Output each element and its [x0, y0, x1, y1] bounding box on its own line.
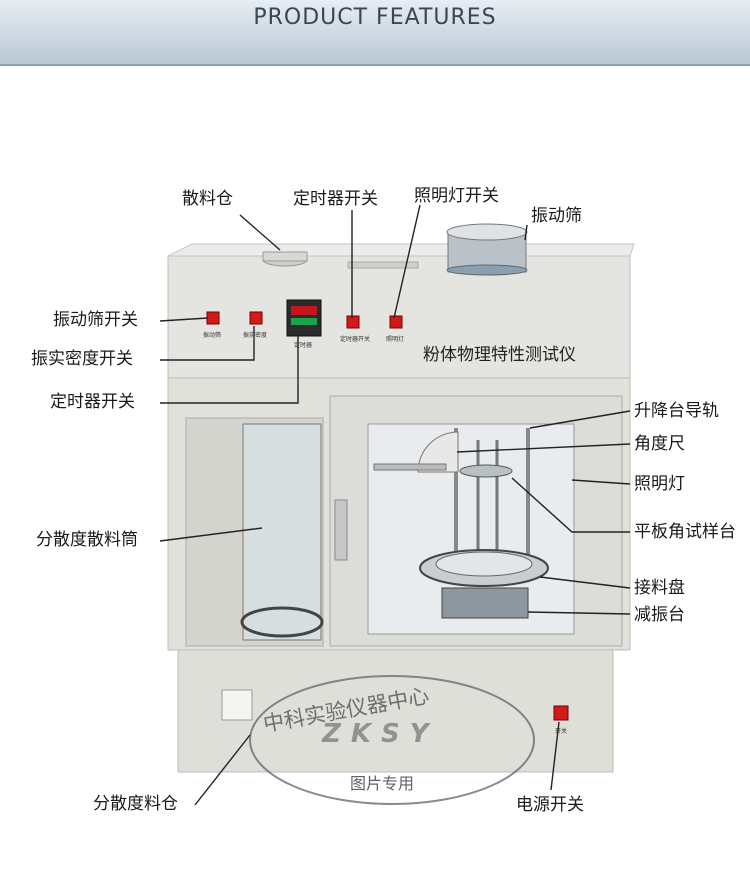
instrument-illustration [159, 204, 635, 806]
screen-switch-button [206, 311, 220, 325]
callout-protractor: 角度尺 [634, 434, 685, 454]
callout-lines [159, 204, 631, 806]
callout-timer-switch-top: 定时器开关 [293, 189, 378, 209]
watermark-ellipse [249, 675, 535, 805]
callout-screen-switch: 振动筛开关 [53, 310, 138, 330]
callout-receiving-tray: 接料盘 [634, 578, 685, 598]
dispersion-bin-drawer [221, 689, 253, 721]
header-title: PRODUCT FEATURES [253, 5, 497, 30]
panel-label-timer: 定时器 [294, 342, 313, 349]
callout-timer-switch-left: 定时器开关 [50, 392, 135, 412]
callout-damping-stage: 减振台 [634, 605, 685, 625]
timer-switch-button [346, 315, 360, 329]
callout-lift-rail: 升降台导轨 [634, 401, 719, 421]
damping-stage [441, 587, 529, 619]
callout-plate-angle-stage: 平板角试样台 [634, 522, 736, 542]
callout-dispersion-bin: 分散度料仓 [93, 794, 178, 814]
top-plate [167, 243, 635, 257]
callout-dispersion-cylinder: 分散度散料筒 [36, 530, 138, 550]
callout-light-switch: 照明灯开关 [414, 186, 499, 206]
panel-label-timer-switch: 定时器开关 [340, 336, 371, 343]
callout-powder-bin: 散料仓 [182, 189, 233, 209]
product-figure: 振动筛 振实密度 定时器 定时器开关 照明灯 开关 粉体物理特性测试仪 散料仓 … [0, 64, 750, 872]
panel-label-light: 照明灯 [386, 336, 405, 343]
callout-tap-density-switch: 振实密度开关 [31, 349, 133, 369]
device-name: 粉体物理特性测试仪 [423, 345, 576, 365]
header-banner: PRODUCT FEATURES [0, 0, 750, 66]
power-mark: 开关 [555, 728, 568, 735]
light-switch-button [389, 315, 403, 329]
dispersion-cylinder [242, 423, 322, 641]
panel-label-tap-density: 振实密度 [243, 332, 268, 339]
watermark-subtitle: 图片专用 [350, 774, 415, 793]
power-switch-button [553, 705, 569, 721]
callout-power-switch: 电源开关 [516, 795, 584, 815]
tap-density-switch-button [249, 311, 263, 325]
panel-label-screen: 振动筛 [203, 332, 222, 339]
watermark-logo: ZKSY [322, 719, 439, 749]
callout-vibrating-screen: 振动筛 [531, 206, 582, 226]
powder-bin-inlet [262, 251, 308, 262]
callout-lighting: 照明灯 [634, 474, 685, 494]
